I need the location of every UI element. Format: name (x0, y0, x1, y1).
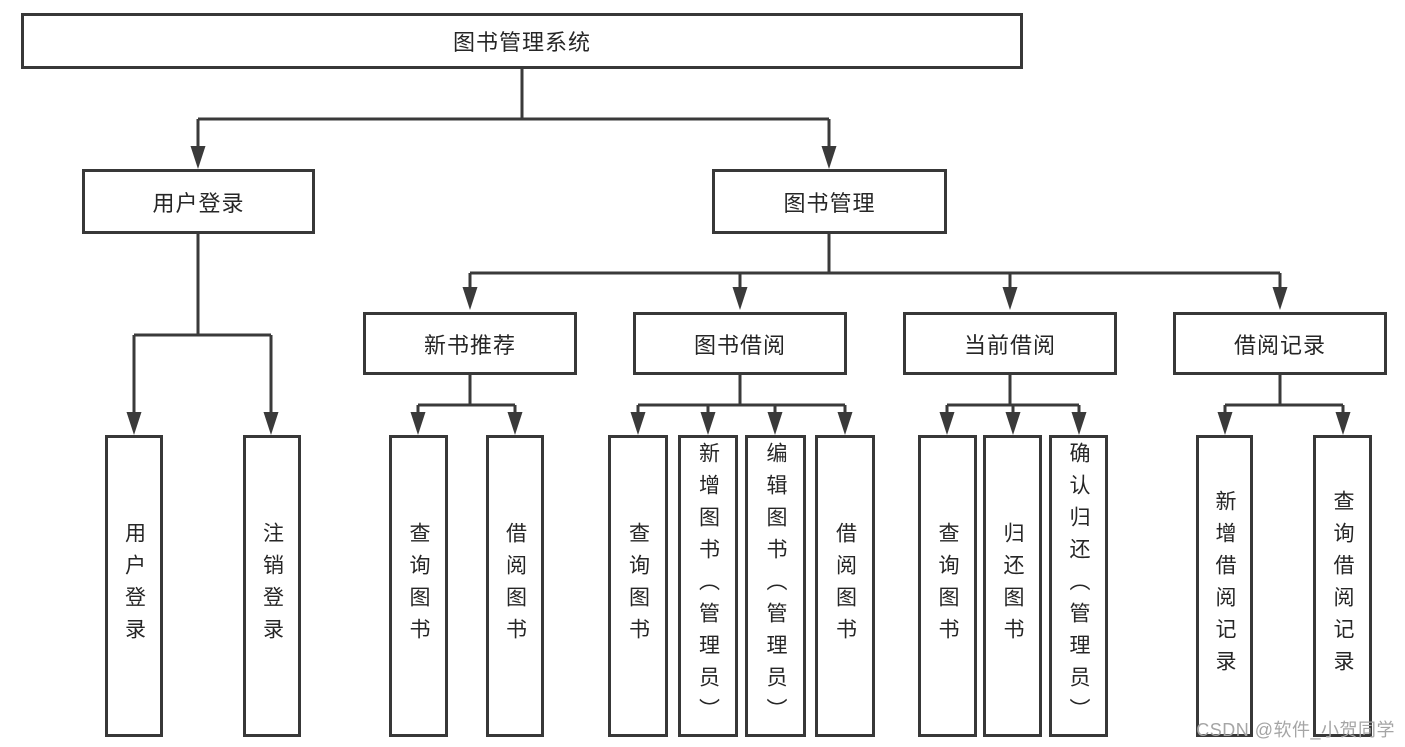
leaf-borrow-books-recommend: 借阅图书 (486, 435, 544, 737)
node-borrowing-records: 借阅记录 (1173, 312, 1387, 375)
leaf-borrow-books: 借阅图书 (815, 435, 875, 737)
leaf-confirm-return-admin: 确认归还（管理员） (1049, 435, 1108, 737)
leaf-return-books: 归还图书 (983, 435, 1042, 737)
leaf-query-books-recommend: 查询图书 (389, 435, 448, 737)
leaf-logout: 注销登录 (243, 435, 301, 737)
leaf-query-books-borrowing: 查询图书 (608, 435, 668, 737)
leaf-add-borrow-record: 新增借阅记录 (1196, 435, 1253, 737)
leaf-label: 注销登录 (260, 522, 284, 650)
leaf-label: 查询图书 (407, 522, 430, 650)
leaf-label: 借阅图书 (503, 522, 527, 650)
leaf-label: 新增图书（管理员） (696, 442, 720, 730)
node-library-system: 图书管理系统 (21, 13, 1023, 69)
leaf-label: 用户登录 (122, 522, 146, 650)
leaf-add-books-admin: 新增图书（管理员） (678, 435, 738, 737)
leaf-label: 新增借阅记录 (1213, 490, 1236, 682)
leaf-label: 查询图书 (626, 522, 650, 650)
leaf-query-borrow-record: 查询借阅记录 (1313, 435, 1372, 737)
leaf-label: 归还图书 (1001, 522, 1024, 650)
leaf-label: 借阅图书 (833, 522, 857, 650)
leaf-label: 确认归还（管理员） (1067, 442, 1090, 730)
node-book-management: 图书管理 (712, 169, 947, 234)
node-book-borrowing: 图书借阅 (633, 312, 847, 375)
leaf-label: 编辑图书（管理员） (764, 442, 787, 730)
node-new-book-recommend: 新书推荐 (363, 312, 577, 375)
leaf-label: 查询图书 (936, 522, 959, 650)
node-user-login: 用户登录 (82, 169, 315, 234)
leaf-query-books-current: 查询图书 (918, 435, 977, 737)
leaf-label: 查询借阅记录 (1331, 490, 1354, 682)
csdn-watermark: CSDN @软件_小贺同学 (1196, 720, 1395, 740)
node-current-borrowing: 当前借阅 (903, 312, 1117, 375)
leaf-user-login: 用户登录 (105, 435, 163, 737)
leaf-edit-books-admin: 编辑图书（管理员） (745, 435, 806, 737)
